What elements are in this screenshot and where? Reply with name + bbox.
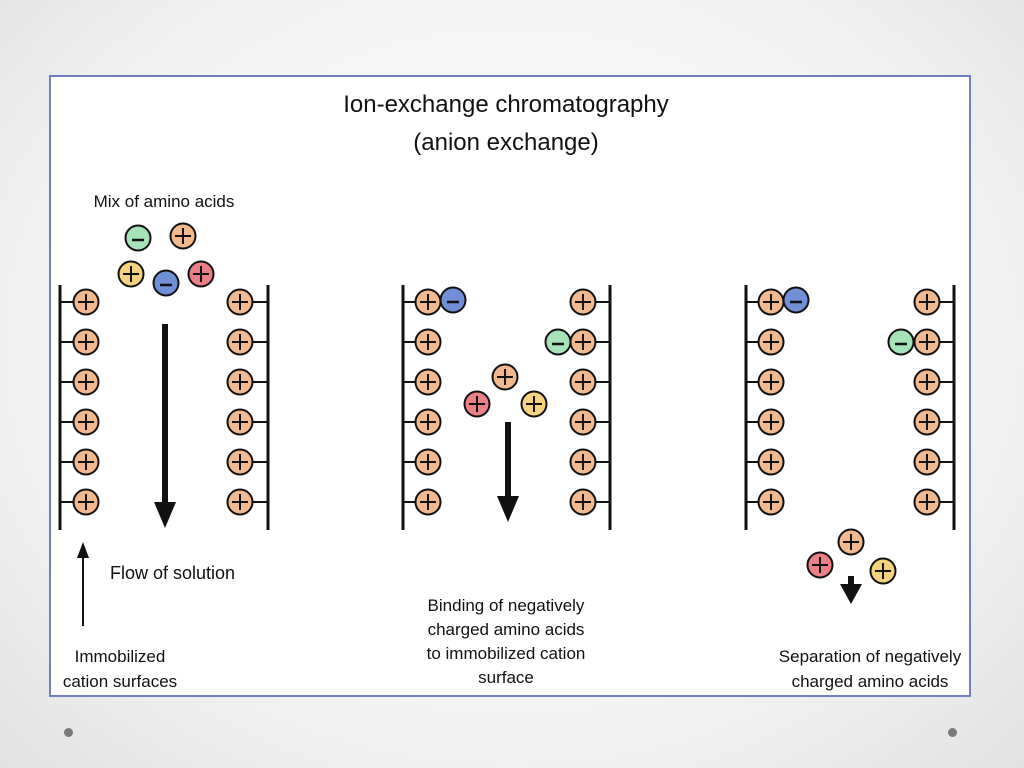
cation-right-6 [913,488,941,516]
cation-left-1 [72,288,100,316]
cation-right-6 [226,488,254,516]
cation-right-6 [569,488,597,516]
eluted-positive-orange-ion [837,528,865,556]
retained-negative-green-ion [887,328,915,356]
cation-left-6 [72,488,100,516]
binding-label-line1: Binding of negatively [428,596,585,615]
flow-label: Flow of solution [110,563,235,583]
cation-right-3 [226,368,254,396]
cation-right-2 [226,328,254,356]
slide-corner-dot-left [64,728,73,737]
flow-arrow-head-panel-3 [840,584,862,604]
mix-label: Mix of amino acids [94,192,235,211]
flow-arrow-head-panel-2 [497,496,519,522]
cation-right-1 [569,288,597,316]
separation-label-line1: Separation of negatively [779,647,962,666]
mix-negative-blue-ion [152,269,180,297]
cation-right-2 [913,328,941,356]
cation-left-4 [72,408,100,436]
cation-left-2 [757,328,785,356]
flowing-positive-orange-ion [491,363,519,391]
cation-right-1 [226,288,254,316]
cation-left-4 [414,408,442,436]
cation-left-3 [72,368,100,396]
eluted-positive-yellow-ion [869,557,897,585]
cation-right-2 [569,328,597,356]
cation-left-6 [414,488,442,516]
diagram-title-line1: Ion-exchange chromatography [343,91,669,118]
immobilized-label-line1: Immobilized [75,647,166,666]
column-panel-2 [401,285,612,530]
column-panel-1 [58,285,270,530]
column-panel-3 [744,285,956,530]
flowing-positive-red-ion [463,390,491,418]
cation-right-1 [913,288,941,316]
cation-left-5 [72,448,100,476]
bound-negative-blue-ion [439,286,467,314]
cation-left-1 [757,288,785,316]
column-panels [58,285,956,530]
cation-left-2 [414,328,442,356]
bound-negative-green-ion [544,328,572,356]
mix-positive-yellow-ion [117,260,145,288]
immobilized-label-line2: cation surfaces [63,672,177,691]
cation-left-6 [757,488,785,516]
cation-left-1 [414,288,442,316]
mix-positive-red-ion [187,260,215,288]
cation-left-2 [72,328,100,356]
cation-left-4 [757,408,785,436]
cation-right-3 [913,368,941,396]
binding-label-line4: surface [478,668,534,687]
cation-right-5 [569,448,597,476]
cation-left-3 [414,368,442,396]
amino-acid-ions [117,222,915,585]
cation-left-5 [414,448,442,476]
flow-arrow-head-panel-1 [154,502,176,528]
cation-left-3 [757,368,785,396]
cation-right-5 [226,448,254,476]
binding-label-line3: to immobilized cation [427,644,586,663]
flowing-positive-yellow-ion [520,390,548,418]
slide-corner-dot-right [948,728,957,737]
cation-right-4 [913,408,941,436]
cation-left-5 [757,448,785,476]
cation-right-5 [913,448,941,476]
eluted-positive-red-ion [806,551,834,579]
separation-label-line2: charged amino acids [792,672,949,691]
mix-negative-green-ion [124,224,152,252]
binding-label-line2: charged amino acids [428,620,585,639]
diagram-title-line2: (anion exchange) [413,129,598,156]
cation-right-4 [226,408,254,436]
mix-positive-orange-ion [169,222,197,250]
retained-negative-blue-ion [782,286,810,314]
cation-right-4 [569,408,597,436]
cation-right-3 [569,368,597,396]
pointer-arrow-head [77,542,89,558]
